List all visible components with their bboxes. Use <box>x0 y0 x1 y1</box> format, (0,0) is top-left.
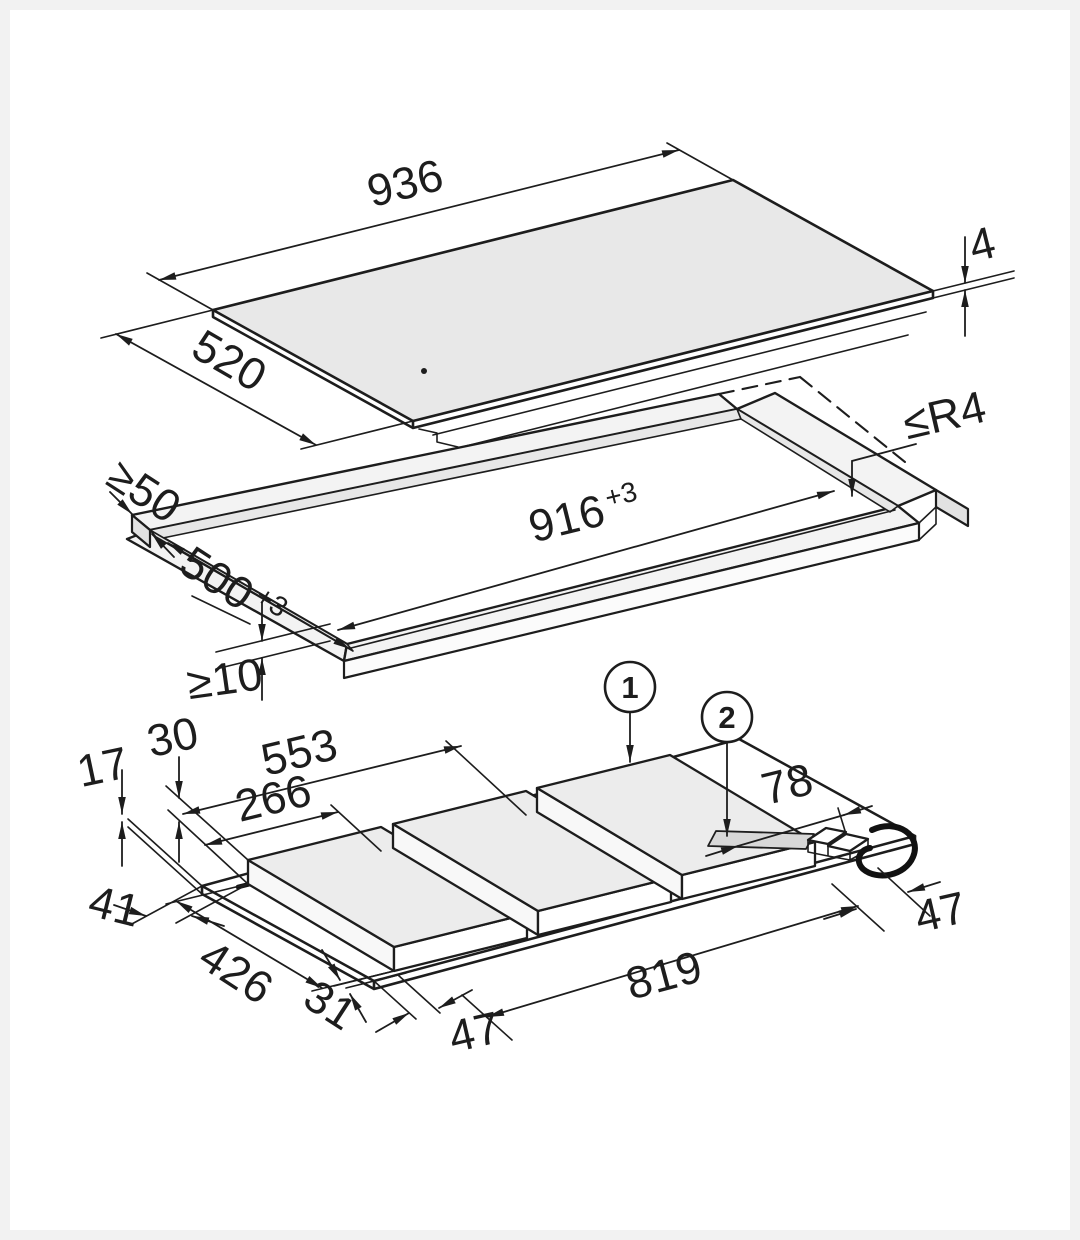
dim-cutout-depth-label: 500+3 <box>171 536 293 640</box>
top-view-appliance: 936 520 4 <box>100 142 1015 450</box>
dim-plate-thickness-label: 17 <box>73 737 134 798</box>
dim-side-offset-label: 41 <box>84 875 146 937</box>
dim-connection-width: 78 <box>705 753 873 857</box>
dim-bottom-clearance: ≥10 <box>184 601 331 709</box>
worktop-right-end-face <box>934 488 970 528</box>
dim-bottom-clearance-label: ≥10 <box>184 648 267 709</box>
mains-cable <box>855 823 918 879</box>
dim-module-height-label: 30 <box>143 707 204 768</box>
dim-connection-width-label: 78 <box>756 753 818 815</box>
callout-1: 1 <box>603 660 657 763</box>
installation-diagram: 936 520 4 <box>73 142 1015 1062</box>
worktop-front-rim <box>342 504 921 663</box>
glass-indicator-dot <box>421 368 427 374</box>
dim-top-height: 4 <box>932 216 1015 337</box>
note-corner-radius-label: ≤R4 <box>898 381 991 450</box>
dim-margin-right-label: 47 <box>910 881 971 942</box>
dim-module-height: 30 <box>143 707 249 863</box>
dim-module-depth-label: 426 <box>190 930 282 1014</box>
dim-plate-thickness: 17 <box>73 737 203 895</box>
dim-module-width-label: 266 <box>230 764 316 831</box>
callout-2: 2 <box>700 690 754 837</box>
worktop-front-face <box>342 521 921 680</box>
dim-margin-right: 47 <box>823 867 971 942</box>
dim-top-height-label: 4 <box>964 216 1001 272</box>
glass-panel-top <box>211 178 935 423</box>
callout-1-label: 1 <box>621 670 638 705</box>
dim-top-width-label: 936 <box>362 149 449 217</box>
dim-margin-left: 47 <box>373 974 505 1062</box>
dim-bracket-span-label: 819 <box>620 940 707 1009</box>
callout-2-label: 2 <box>718 700 735 735</box>
dim-margin-left-label: 47 <box>444 1001 505 1062</box>
drawing-canvas: 936 520 4 <box>10 10 1070 1230</box>
underside-view-appliance: 1 2 553 266 30 <box>73 660 971 1062</box>
worktop-left-end-face <box>130 513 152 549</box>
dim-cutout-width-label: 916+3 <box>523 476 645 553</box>
